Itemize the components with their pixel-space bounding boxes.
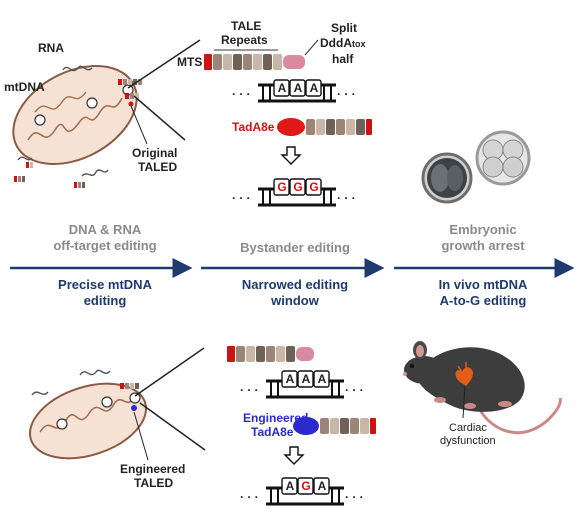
rna-strand	[81, 169, 109, 177]
rna-label: RNA	[38, 41, 64, 55]
tada8e-label: TadA8e	[232, 120, 275, 134]
dna-ellipsis: · · ·	[337, 191, 356, 205]
base-letter: A	[293, 81, 303, 95]
base-letter: A	[309, 81, 319, 95]
dna-ellipsis: · · ·	[345, 490, 364, 504]
dna-ladder-bottom-before	[266, 370, 344, 399]
dna-ladder-bottom-after	[266, 477, 344, 506]
zoom-line	[134, 347, 205, 397]
base-letter: G	[277, 180, 287, 194]
base-letter: G	[293, 180, 303, 194]
problem-line: DNA & RNA	[68, 222, 142, 237]
dna-ellipsis: · · ·	[240, 490, 259, 504]
zoom-line	[133, 95, 186, 141]
tada8e-engineered	[293, 417, 376, 435]
problem-line: Embryonic	[449, 222, 517, 237]
tox-subscript: tox	[352, 39, 366, 49]
mtdna-label: mtDNA	[4, 80, 45, 94]
improvement-line: A-to-G editing	[439, 293, 527, 308]
rna-strand	[31, 391, 49, 396]
base-letter: G	[301, 479, 311, 493]
mitochondrion-top	[12, 64, 142, 166]
dna-ellipsis: · · ·	[232, 191, 251, 205]
dna-ellipsis: · · ·	[337, 87, 356, 101]
down-arrow	[280, 146, 302, 165]
problem-2: Bystander editing	[210, 240, 380, 256]
base-letter: A	[317, 372, 327, 386]
dna-ellipsis: · · ·	[345, 383, 364, 397]
pointer-line	[133, 411, 149, 461]
off-target-taled	[14, 162, 85, 188]
problem-line: off-target editing	[53, 238, 157, 253]
embryo-two-cell	[421, 152, 473, 204]
pointer-line	[130, 105, 148, 145]
improvement-line: Narrowed editing	[241, 277, 349, 292]
improvement-line: editing	[83, 293, 127, 308]
engineered-taled-label-2: TALED	[134, 476, 174, 490]
cardiac-label-2: dysfunction	[440, 435, 496, 447]
rna-strand	[79, 369, 111, 376]
split-label-3: half	[332, 52, 354, 66]
taled-construct-bottom	[227, 346, 314, 362]
dna-ladder-top-before	[258, 79, 336, 103]
problem-line: Bystander editing	[240, 240, 350, 255]
embryo-four-cell	[475, 130, 531, 186]
mitochondrion-bottom	[28, 382, 148, 460]
rna-strand	[17, 156, 33, 161]
base-letter: G	[309, 180, 319, 194]
problem-line: growth arrest	[441, 238, 525, 253]
taled-construct-top	[204, 54, 305, 70]
base-letter: A	[317, 479, 327, 493]
pointer-line	[304, 39, 319, 56]
tale-repeats-label-1: TALE	[231, 19, 262, 33]
engineered-tada8e-label-1: Engineered	[243, 411, 309, 425]
original-taled-label-1: Original	[132, 146, 178, 160]
mouse-illustration	[403, 341, 562, 435]
dna-ladder-top-after	[258, 178, 336, 207]
engineered-taled-label-1: Engineered	[120, 462, 186, 476]
zoom-line	[139, 402, 206, 451]
original-taled-label-2: TALED	[138, 160, 178, 174]
engineered-tada8e-label-2: TadA8e	[251, 425, 294, 439]
base-letter: A	[277, 81, 287, 95]
base-letter: A	[301, 372, 311, 386]
dna-ellipsis: · · ·	[240, 383, 259, 397]
tada8e-original	[277, 118, 372, 136]
split-label-1: Split	[331, 21, 357, 35]
tale-repeats-label-2: Repeats	[221, 33, 268, 47]
base-letter: A	[285, 372, 295, 386]
improvement-line: Precise mtDNA	[58, 277, 152, 292]
cardiac-label-1: Cardiac	[449, 422, 487, 434]
zoom-line	[127, 39, 201, 89]
down-arrow	[283, 446, 305, 465]
rna-strand	[62, 65, 93, 72]
mts-label: MTS	[177, 55, 203, 69]
pointer-line	[462, 385, 466, 419]
dna-ellipsis: · · ·	[232, 87, 251, 101]
split-label-2: DddAtox	[320, 36, 366, 51]
improvement-line: In vivo mtDNA	[438, 277, 528, 292]
improvement-line: window	[271, 293, 319, 308]
dddatox-label: DddA	[320, 36, 352, 50]
base-letter: A	[285, 479, 295, 493]
